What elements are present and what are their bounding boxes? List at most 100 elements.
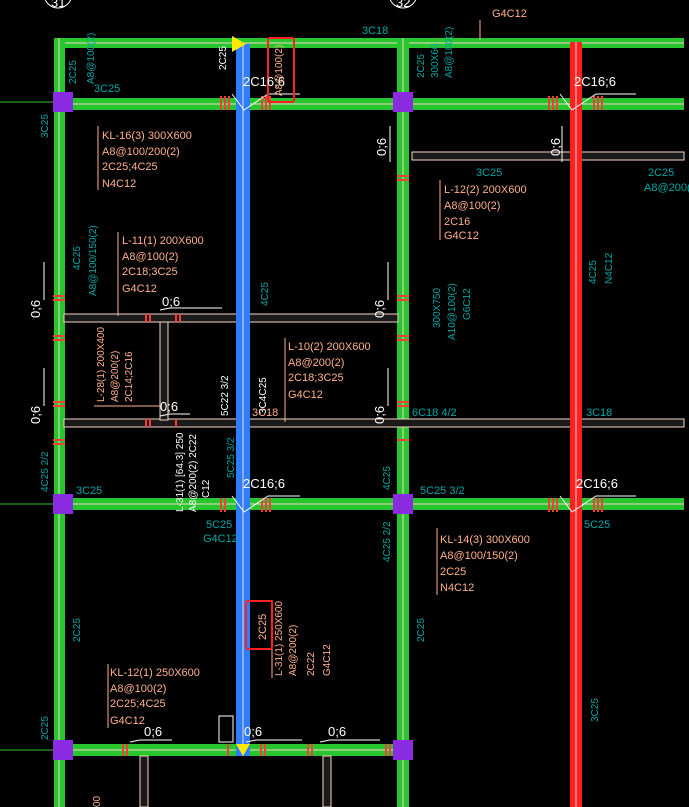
- cyan-note-19: A10@100(2): [447, 283, 458, 340]
- zero-six-6: 0;6: [374, 138, 389, 156]
- note-l12-line-1: A8@100(2): [444, 200, 500, 212]
- note-l12-line-0: L-12(2) 200X600: [444, 184, 527, 196]
- cyan-note-13: 3C25: [476, 167, 502, 179]
- note-l28-line-2: 2C14;2C16: [124, 351, 135, 402]
- note-kl16-line-0: KL-16(3) 300X600: [102, 130, 192, 142]
- top-red-box-text: A8@100(2): [274, 45, 285, 96]
- node-bottom-right: [393, 740, 413, 760]
- top-right-300x: 300X60: [430, 43, 441, 78]
- zero-six-2: 0;6: [28, 300, 43, 318]
- top-2c16-left: 2C16;6: [243, 74, 285, 89]
- note-kl16: KL-16(3) 300X600 A8@100/200(2) 2C25;4C25…: [102, 130, 192, 190]
- note-kl14-line-0: KL-14(3) 300X600: [440, 534, 530, 546]
- axis-right-label: 32: [396, 0, 410, 10]
- mid-2c16-left: 2C16;6: [243, 476, 285, 491]
- note-kl14-line-3: N4C12: [440, 582, 474, 594]
- zero-six-3: 0;6: [28, 406, 43, 424]
- note-l31-side-line-0: L-31(1) [64.3] 250: [175, 432, 186, 512]
- zero-six-7: 0;6: [548, 138, 563, 156]
- cyan-note-3: 5C25 3/2: [226, 437, 237, 478]
- yellow-arrow-top: [232, 36, 246, 52]
- note-kl16-line-3: N4C12: [102, 178, 136, 190]
- note-l11: L-11(1) 200X600 A8@100(2) 2C18;3C25 G4C1…: [122, 235, 204, 295]
- left-low-3c25a: 3C25: [40, 114, 51, 138]
- leader-lines: [43, 93, 636, 743]
- top-3c18: 3C18: [362, 25, 388, 37]
- bottom-red-highlight-box: [245, 600, 273, 650]
- note-kl12-line-0: KL-12(1) 250X600: [110, 667, 200, 679]
- note-l11-line-2: 2C18;3C25: [122, 266, 178, 278]
- secondary-beam-3: [411, 151, 685, 161]
- cyan-note-9: 6C18 4/2: [412, 407, 457, 419]
- vertical-note-5c22: 5C22 3/2: [220, 375, 231, 416]
- top-right-note: G4C12: [492, 8, 527, 20]
- node-top-left: [53, 92, 73, 112]
- note-l10: L-10(2) 200X600 A8@200(2) 2C18;3C25 G4C1…: [288, 341, 371, 401]
- note-l10-line-0: L-10(2) 200X600: [288, 341, 371, 353]
- secondary-beam-2: [63, 418, 685, 428]
- left-low-4c25: 4C25 2/2: [40, 451, 51, 492]
- secondary-beam-vertical-3: [322, 755, 332, 807]
- left-top-a8: A8@100(2): [86, 33, 97, 84]
- note-l11-line-0: L-11(1) 200X600: [122, 235, 204, 247]
- note-l28-line-1: A8@200(2): [110, 351, 121, 402]
- secondary-beam-1: [63, 313, 399, 323]
- secondary-beams: [63, 151, 685, 807]
- note-l31-line-3: G4C12: [322, 644, 333, 676]
- axis-marks: 31 32: [44, 0, 417, 10]
- note-kl16-line-2: 2C25;4C25: [102, 161, 158, 173]
- cyan-note-10: 3C18: [586, 407, 612, 419]
- secondary-beam-vertical-1: [159, 321, 169, 421]
- note-l31: L-31(1) 250X600 A8@200(2) 2C22 G4C12: [274, 601, 333, 676]
- note-kl12: KL-12(1) 250X600 A8@100(2) 2C25;4C25 G4C…: [110, 667, 200, 727]
- node-top-right: [393, 92, 413, 112]
- note-kl16-line-1: A8@100/200(2): [102, 146, 180, 158]
- note-l10-line-2: 2C18;3C25: [288, 372, 344, 384]
- note-kl12-line-2: 2C25;4C25: [110, 698, 166, 710]
- top-2c25-vertical: 2C25: [218, 46, 229, 70]
- stirrup-ticks: [53, 96, 603, 756]
- note-l31-line-0: L-31(1) 250X600: [274, 601, 285, 676]
- note-l31-side-line-2: C12: [201, 479, 212, 498]
- left-mid-a8: A8@100/150(2): [88, 225, 99, 296]
- axis-left-label: 31: [51, 0, 65, 10]
- cyan-note-18: 300X750: [432, 288, 443, 328]
- mid-2c16-right: 2C16;6: [576, 476, 618, 491]
- left-mid-4c25: 4C25: [72, 246, 83, 270]
- cyan-note-4: 5C25: [206, 519, 232, 531]
- cyan-note-6: 4C25: [382, 466, 393, 490]
- column-nodes: [53, 92, 413, 760]
- note-l11-line-3: G4C12: [122, 283, 157, 295]
- note-kl14: KL-14(3) 300X600 A8@100/150(2) 2C25 N4C1…: [440, 534, 530, 594]
- node-mid-left: [53, 494, 73, 514]
- blue-beam: [232, 36, 250, 756]
- cyan-note-20: G6C12: [462, 288, 473, 320]
- zero-six-0: 0;6: [162, 294, 180, 309]
- node-mid-right: [393, 494, 413, 514]
- note-kl12-line-3: G4C12: [110, 715, 145, 727]
- cyan-note-11: 5C25 3/2: [420, 485, 465, 497]
- note-l12-line-2: 2C16: [444, 216, 470, 228]
- note-l28-line-0: L-28(1) 200X400: [96, 327, 107, 402]
- cyan-note-17: N4C12: [604, 252, 615, 284]
- cyan-note-7: 4C25 2/2: [382, 521, 393, 562]
- note-l31-line-1: A8@200(2): [288, 625, 299, 676]
- cyan-note-2: 3C18: [252, 407, 278, 419]
- bottom-left-fragment: 00: [92, 795, 103, 807]
- note-l28: L-28(1) 200X400 A8@200(2) 2C14;2C16: [96, 327, 135, 402]
- zero-six-8: 0;6: [144, 724, 162, 739]
- cyan-note-16: 4C25: [588, 260, 599, 284]
- top-right-a8: A8@100(2): [444, 27, 455, 78]
- cyan-note-12: 5C25: [584, 519, 610, 531]
- note-l10-line-3: G4C12: [288, 389, 323, 401]
- cyan-note-15: A8@200(2): [644, 182, 689, 194]
- yellow-arrow-bottom: [236, 744, 250, 756]
- zero-six-5: 0;6: [372, 406, 387, 424]
- note-l31-line-2: 2C22: [306, 652, 317, 676]
- zero-six-10: 0;6: [328, 724, 346, 739]
- secondary-beam-vertical-2: [139, 755, 149, 807]
- cyan-note-0: 3C25: [94, 83, 120, 95]
- note-l12: L-12(2) 200X600 A8@100(2) 2C16 G4C12: [444, 184, 527, 242]
- zero-six-4: 0;6: [372, 300, 387, 318]
- note-kl14-line-2: 2C25: [440, 566, 466, 578]
